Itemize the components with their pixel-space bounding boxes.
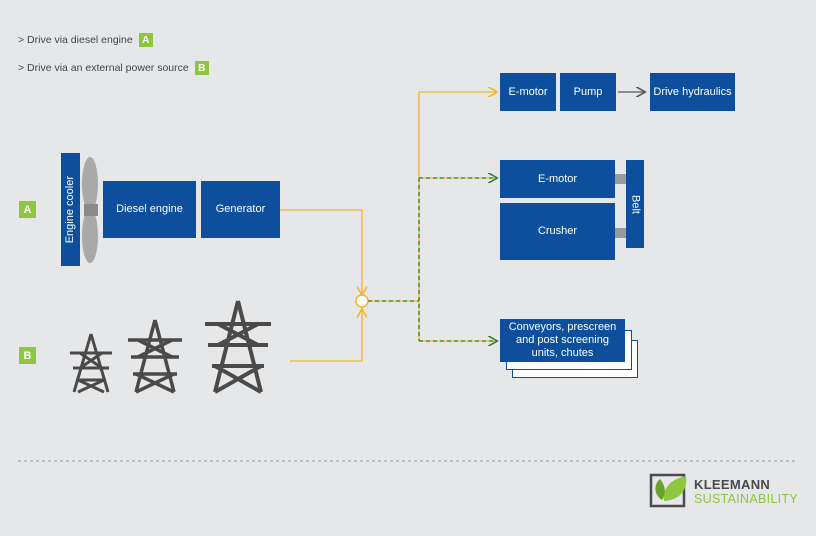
belt-label: Belt (629, 194, 642, 214)
conveyors-box: Conveyors, prescreen and post screening … (500, 319, 625, 362)
emotor-mid-box: E-motor (500, 160, 615, 198)
drive-hydraulics-box: Drive hydraulics (650, 73, 735, 111)
kleemann-leaf-logo-icon (649, 473, 687, 508)
row-badge-b: B (19, 347, 36, 364)
brand-tagline: SUSTAINABILITY (694, 492, 798, 506)
pylon-large-icon (205, 300, 271, 394)
line-grid-junction (290, 310, 362, 362)
line-generator-junction (280, 209, 362, 294)
generator-box: Generator (201, 181, 280, 238)
emotor-top-box: E-motor (500, 73, 556, 111)
legend-diesel: > Drive via diesel engine A (18, 33, 153, 47)
row-badge-a: A (19, 201, 36, 218)
diesel-engine-box: Diesel engine (103, 181, 196, 238)
fan-icon (82, 157, 98, 263)
engine-cooler-box: Engine cooler (61, 153, 80, 266)
legend-badge-b: B (194, 61, 209, 75)
pump-box: Pump (560, 73, 616, 111)
pylon-small-icon (70, 333, 112, 394)
legend-external-label: > Drive via an external power source (18, 62, 189, 74)
legend-external: > Drive via an external power source B (18, 61, 209, 75)
belt-box: Belt (626, 160, 644, 248)
pylon-medium-icon (128, 319, 182, 394)
crusher-box: Crusher (500, 203, 615, 260)
junction-node (355, 294, 369, 308)
legend-badge-a: A (138, 33, 153, 47)
brand-name: KLEEMANN (694, 477, 771, 492)
engine-cooler-label: Engine cooler (64, 175, 76, 244)
legend-diesel-label: > Drive via diesel engine (18, 34, 133, 46)
